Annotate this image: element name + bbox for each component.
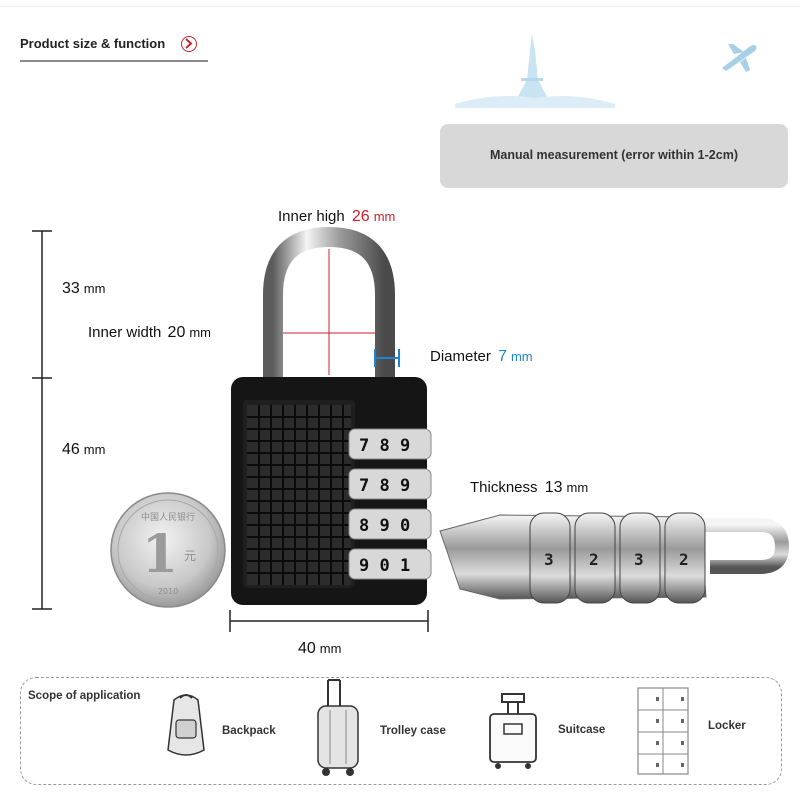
scope-item-backpack: Backpack bbox=[222, 725, 276, 737]
svg-text:3: 3 bbox=[634, 550, 644, 569]
trolley-case-icon bbox=[317, 679, 359, 776]
measurement-note: Manual measurement (error within 1-2cm) bbox=[490, 148, 738, 162]
top-divider bbox=[0, 6, 800, 7]
svg-text:1: 1 bbox=[142, 524, 178, 585]
locker-icon bbox=[637, 687, 689, 775]
scope-of-application-panel bbox=[20, 677, 782, 785]
dial-row-2: 7 8 9 bbox=[359, 476, 410, 496]
measurement-note-box bbox=[440, 124, 788, 188]
svg-text:3: 3 bbox=[544, 550, 554, 569]
coin-image: 中国人民银行 1 元 2010 bbox=[110, 492, 226, 608]
side-padlock-image: 3 2 3 2 bbox=[439, 512, 790, 604]
dial-row-3: 8 9 0 bbox=[359, 516, 410, 536]
width-dimension-line bbox=[229, 610, 429, 632]
dial-row-4: 9 0 1 bbox=[359, 556, 410, 576]
svg-text:2: 2 bbox=[679, 550, 689, 569]
svg-text:2010: 2010 bbox=[158, 587, 178, 596]
scope-item-suitcase: Suitcase bbox=[558, 724, 606, 736]
airplane-icon bbox=[722, 44, 757, 72]
backpack-icon bbox=[167, 694, 205, 756]
svg-text:中国人民银行: 中国人民银行 bbox=[141, 511, 195, 523]
height-dimension-line bbox=[32, 230, 52, 610]
suitcase-icon bbox=[489, 693, 537, 769]
padlock-image: 7 8 9 7 8 9 8 9 0 9 0 1 bbox=[231, 226, 432, 605]
eiffel-tower-icon bbox=[455, 34, 615, 108]
svg-text:2: 2 bbox=[589, 550, 599, 569]
header-divider bbox=[20, 60, 208, 62]
scope-item-locker: Locker bbox=[708, 720, 746, 732]
dial-row-1: 7 8 9 bbox=[359, 436, 410, 456]
scope-title: Scope of application bbox=[28, 690, 141, 702]
page-title: Product size & function bbox=[20, 36, 166, 51]
scope-item-trolley-case: Trolley case bbox=[380, 725, 446, 737]
svg-text:元: 元 bbox=[184, 549, 196, 563]
chevron-right-icon bbox=[181, 36, 197, 52]
